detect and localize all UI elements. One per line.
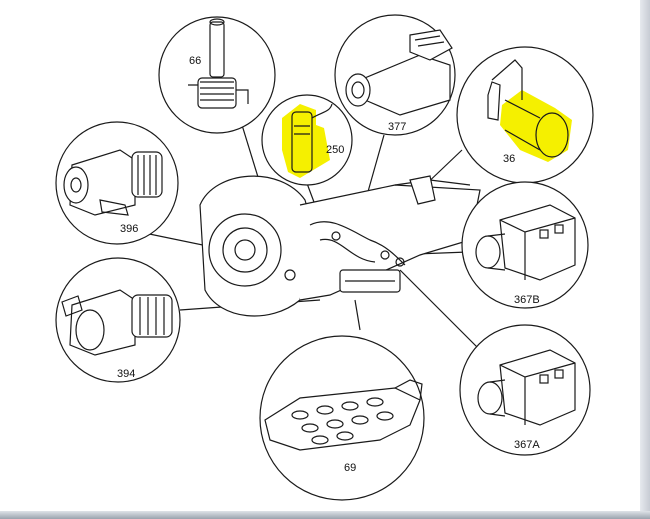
part-377-balloon <box>334 14 456 136</box>
part-label-377: 377 <box>388 121 406 133</box>
part-396-balloon <box>55 121 179 245</box>
transmission-assembly <box>199 175 481 317</box>
part-label-394: 394 <box>117 368 135 380</box>
part-label-36: 36 <box>503 153 515 165</box>
part-label-396: 396 <box>120 223 138 235</box>
part-66-solenoid-icon <box>188 18 249 109</box>
part-396-solenoid-icon <box>63 149 163 216</box>
part-label-250: 250 <box>326 144 344 156</box>
part-label-69: 69 <box>344 462 356 474</box>
part-label-367a: 367A <box>514 439 540 451</box>
part-367b-solenoid-icon <box>475 204 576 281</box>
part-66-balloon <box>158 16 276 134</box>
part-394-solenoid-icon <box>61 289 173 356</box>
part-367a-solenoid-icon <box>477 349 576 426</box>
part-367b-balloon <box>461 181 589 309</box>
part-36-balloon <box>456 46 594 184</box>
part-367a-balloon <box>459 324 591 456</box>
window-frame-bottom <box>0 511 650 519</box>
part-377-solenoid-icon <box>345 29 453 116</box>
part-69-balloon <box>259 335 425 501</box>
part-label-66: 66 <box>189 55 201 67</box>
part-394-balloon <box>55 257 181 383</box>
part-250-balloon <box>261 94 353 186</box>
window-frame-right <box>640 0 650 519</box>
part-69-filter-icon <box>264 379 423 451</box>
part-36-sensor-icon <box>487 59 572 162</box>
part-250-sensor-icon <box>282 103 333 178</box>
part-label-367b: 367B <box>514 294 540 306</box>
